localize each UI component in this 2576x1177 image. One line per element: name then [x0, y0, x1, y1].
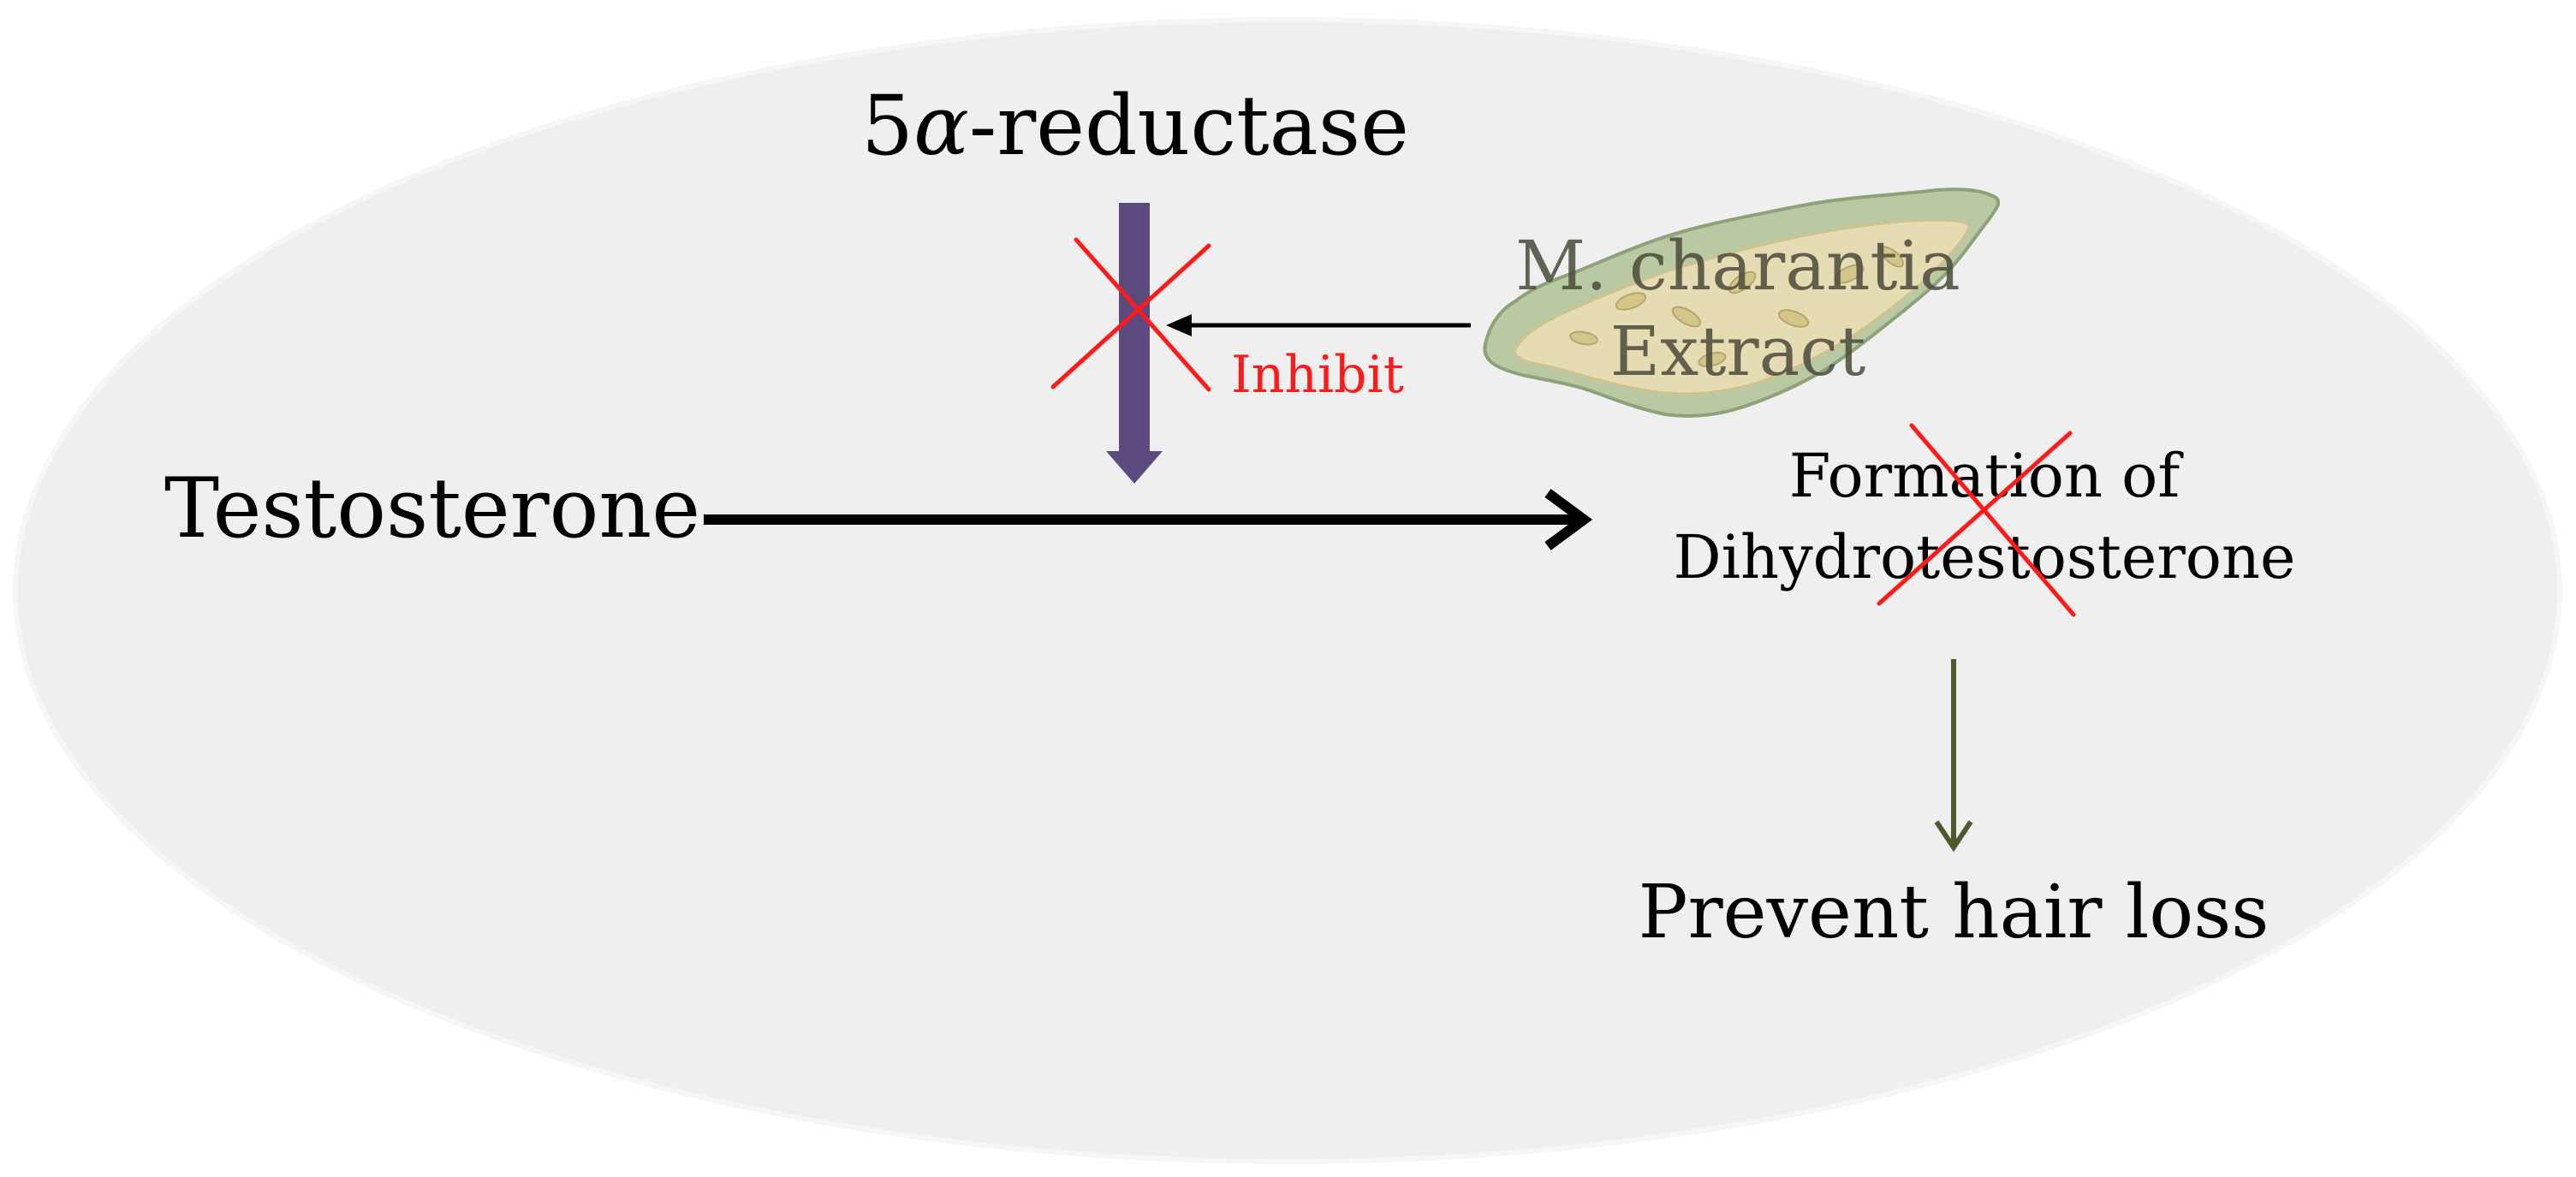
enzyme-label-alpha: α: [913, 78, 969, 174]
bitter-melon-slice-icon: [1483, 187, 2001, 418]
background-ellipse: [13, 17, 2562, 1164]
outcome-label: Prevent hair loss: [1639, 870, 2270, 955]
enzyme-label-prefix: 5: [861, 78, 913, 174]
outcome-arrow: [1934, 659, 1973, 853]
substrate-label: Testosterone: [164, 461, 700, 556]
extract-label-line2: Extract: [1610, 312, 1866, 391]
enzyme-label-suffix: -reductase: [969, 78, 1409, 174]
product-label-line2: Dihydrotestosterone: [1674, 522, 2296, 592]
inhibit-label: Inhibit: [1231, 345, 1404, 405]
inhibit-arrow: [1166, 314, 1471, 336]
main-arrow: [704, 489, 1593, 550]
enzyme-cross-icon: [1050, 237, 1211, 392]
enzyme-arrow: [1106, 203, 1163, 484]
product-cross-icon: [1877, 423, 2076, 617]
enzyme-label: 5α-reductase: [861, 78, 1409, 174]
extract-label-line1: M. charantia: [1515, 226, 1960, 306]
product-label-line1: Formation of: [1789, 441, 2185, 511]
